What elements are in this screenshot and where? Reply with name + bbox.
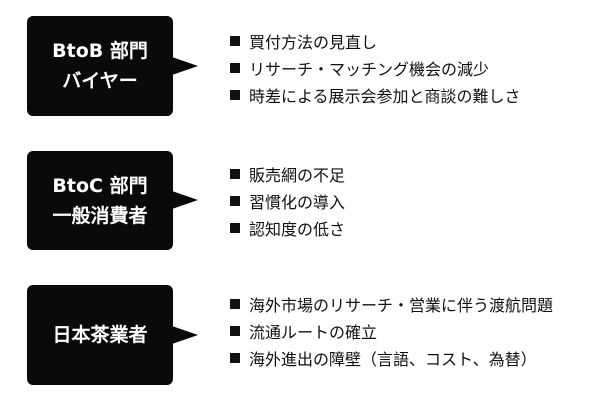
btob-issue-text: リサーチ・マッチング機会の減少 [249,59,490,79]
btob-issue-text: 買付方法の見直し [249,32,378,52]
btoc-issue-text: 認知度の低さ [249,219,346,239]
bullet-square-icon [230,62,240,73]
btoc-issue-text: 販売網の不足 [249,165,346,185]
btoc-label-box: BtoC 部門 一般消費者 [27,151,173,250]
btob-label-line-1: BtoB 部門 [52,40,148,62]
list-item: 流通ルートの確立 [230,317,553,344]
bullet-square-icon [230,352,240,363]
bullet-square-icon [230,325,240,336]
tea-producers-issue-text: 海外進出の障壁（言語、コスト、為替） [249,349,537,369]
tea-producers-issue-text: 流通ルートの確立 [249,322,378,342]
tea-producers-label-line-1: 日本茶業者 [52,324,148,346]
list-item: 時差による展示会参加と商談の難しさ [230,81,521,108]
btoc-label-line-1: BtoC 部門 [52,174,148,197]
list-item: リサーチ・マッチング機会の減少 [230,54,521,81]
btoc-issue-text: 習慣化の導入 [249,192,346,212]
tea-producers-label-box: 日本茶業者 [27,285,173,385]
bullet-square-icon [230,89,240,100]
bullet-square-icon [230,222,240,233]
tea-producers-issue-text: 海外市場のリサーチ・営業に伴う渡航問題 [249,295,554,315]
tea-producers-issue-list: 海外市場のリサーチ・営業に伴う渡航問題 流通ルートの確立 海外進出の障壁（言語、… [230,290,553,371]
list-item: 海外進出の障壁（言語、コスト、為替） [230,344,553,371]
btob-label-line-2: バイヤー [62,70,138,92]
btoc-issue-list: 販売網の不足 習慣化の導入 認知度の低さ [230,160,345,241]
tea-producers-pointer [172,326,198,344]
bullet-square-icon [230,195,240,206]
btob-issue-text: 時差による展示会参加と商談の難しさ [249,86,521,106]
list-item: 認知度の低さ [230,214,345,241]
list-item: 習慣化の導入 [230,187,345,214]
bullet-square-icon [230,168,240,179]
btob-issue-list: 買付方法の見直し リサーチ・マッチング機会の減少 時差による展示会参加と商談の難… [230,27,521,108]
list-item: 買付方法の見直し [230,27,521,54]
btob-label-box: BtoB 部門 バイヤー [27,16,173,116]
bullet-square-icon [230,298,240,309]
list-item: 販売網の不足 [230,160,345,187]
bullet-square-icon [230,35,240,46]
btoc-pointer [172,191,198,209]
btob-pointer [172,57,198,75]
list-item: 海外市場のリサーチ・営業に伴う渡航問題 [230,290,553,317]
btoc-label-line-2: 一般消費者 [52,204,148,227]
